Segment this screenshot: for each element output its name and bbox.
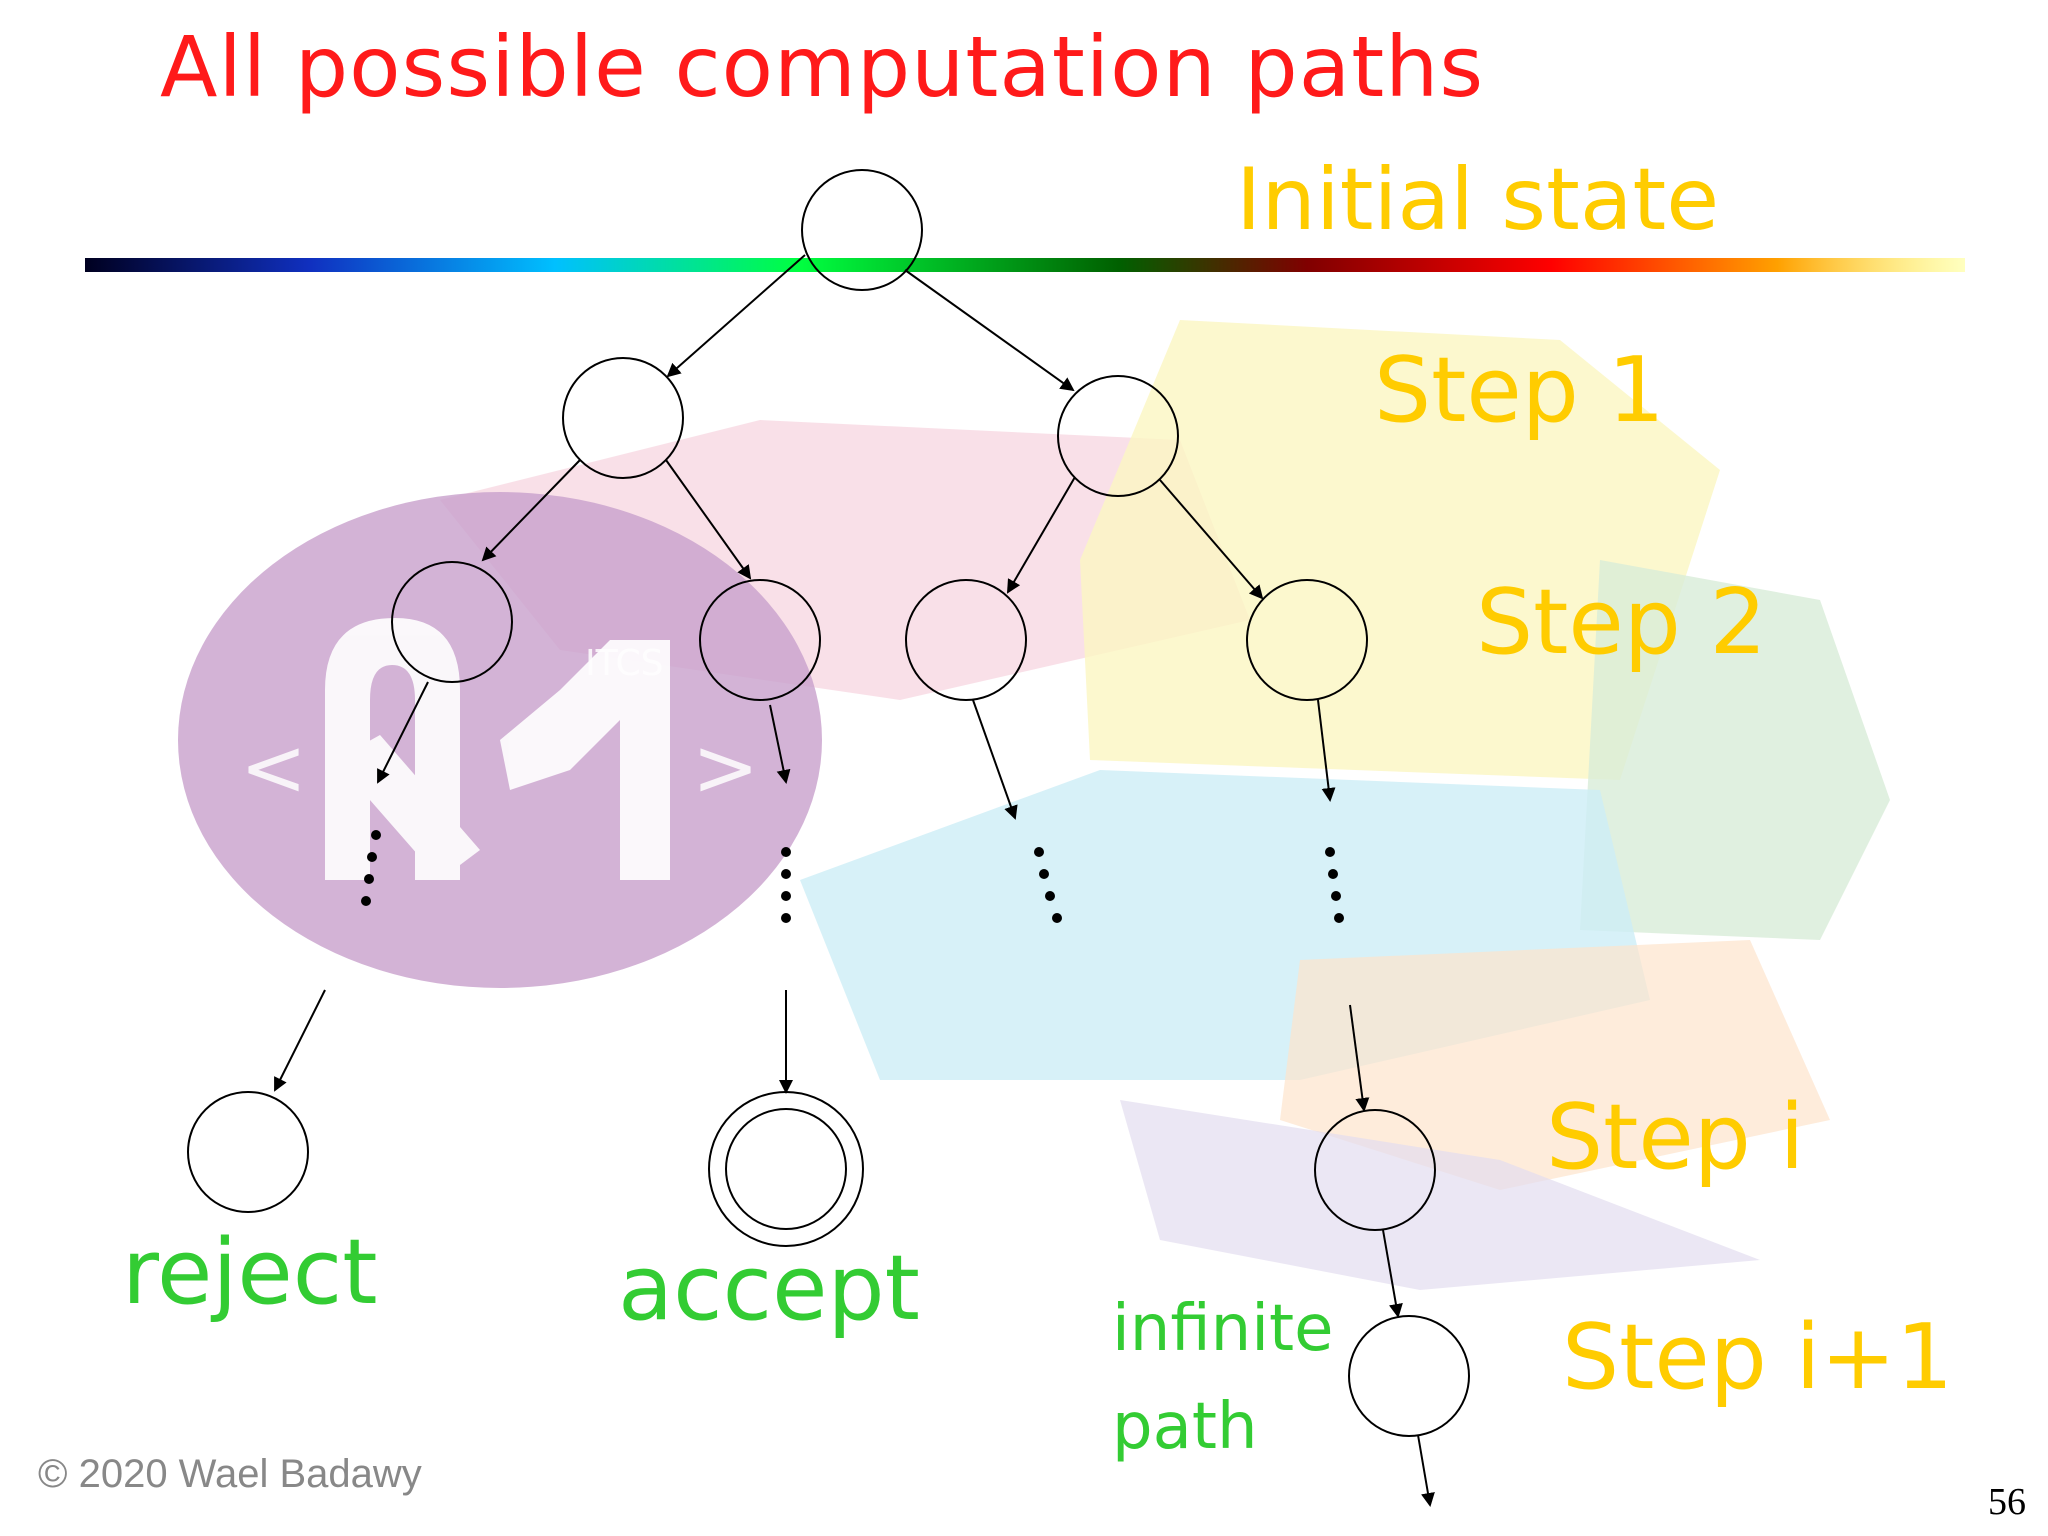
edge-step-i1-out — [1417, 1434, 1435, 1507]
label-step-i1: Step i+1 — [1562, 1305, 1954, 1410]
node-step2-a — [391, 561, 513, 683]
label-infinite: infinite — [1112, 1292, 1334, 1366]
label-step-2: Step 2 — [1476, 570, 1767, 675]
edge-s2d-down — [1317, 699, 1336, 802]
watermark-right-bracket: > — [692, 721, 759, 814]
node-step1-left — [562, 357, 684, 479]
edge-root-right — [904, 269, 1075, 392]
label-step-1: Step 1 — [1374, 338, 1665, 443]
edge-step-i-to-i1 — [1382, 1229, 1403, 1318]
node-step-i — [1314, 1109, 1436, 1231]
node-step2-b — [699, 579, 821, 701]
label-accept: accept — [618, 1236, 920, 1341]
edge-root-left — [666, 254, 806, 378]
edge-to-reject — [274, 989, 326, 1092]
edge-s1r-b — [1159, 479, 1264, 600]
page-number: 56 — [1988, 1481, 2026, 1523]
node-step1-right — [1057, 375, 1179, 497]
label-initial-state: Initial state — [1236, 150, 1720, 250]
rainbow-bar — [85, 258, 1965, 272]
node-reject — [187, 1091, 309, 1213]
bg-shape-lavender — [1120, 1100, 1760, 1290]
node-step-i1 — [1348, 1315, 1470, 1437]
node-step2-d — [1246, 579, 1368, 701]
watermark-left-bracket: < — [240, 721, 307, 814]
label-step-i: Step i — [1546, 1085, 1805, 1190]
copyright: © 2020 Wael Badawy — [38, 1452, 422, 1496]
node-accept-outer — [708, 1091, 864, 1247]
node-initial — [801, 169, 923, 291]
edge-s2c-down — [972, 699, 1018, 820]
watermark-tag: ITCS — [585, 643, 664, 684]
edge-s1l-b — [665, 459, 752, 580]
bg-shape-green — [1580, 560, 1890, 940]
edge-s1l-a — [481, 459, 581, 562]
node-step2-c — [905, 579, 1027, 701]
bg-shape-yellow — [1080, 320, 1720, 780]
label-reject: reject — [122, 1220, 378, 1325]
edge-s2b-down — [769, 704, 791, 784]
slide-title: All possible computation paths — [160, 18, 1485, 116]
edge-s1r-a — [1006, 476, 1076, 594]
edge-s2a-down — [377, 681, 429, 784]
label-path: path — [1112, 1390, 1258, 1464]
node-accept-inner — [725, 1108, 847, 1230]
edge-to-step-i — [1349, 1004, 1370, 1112]
ellipsis-dots — [361, 830, 1344, 923]
